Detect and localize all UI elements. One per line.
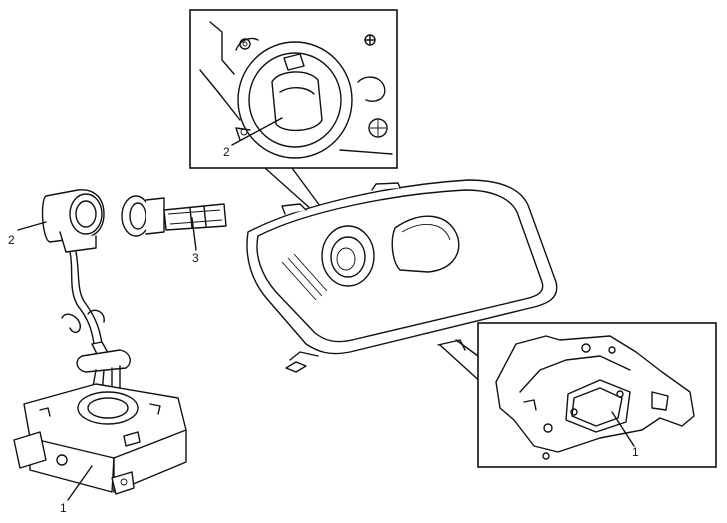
inset-top-headlamp-rear: 2	[189, 9, 398, 169]
callout-1-right: 1	[632, 445, 639, 459]
inset-right-ballast-mounted: 1	[477, 322, 717, 468]
callout-3: 3	[192, 251, 199, 265]
callout-2-left: 2	[8, 233, 15, 247]
hid-bulb: 3	[121, 195, 227, 265]
callout-2-top: 2	[223, 145, 230, 159]
headlamp-assembly	[246, 167, 558, 396]
callout-1-left: 1	[60, 501, 67, 515]
bulb-cap-connector: 2	[8, 189, 113, 365]
ballast-unit: 1	[13, 349, 187, 515]
